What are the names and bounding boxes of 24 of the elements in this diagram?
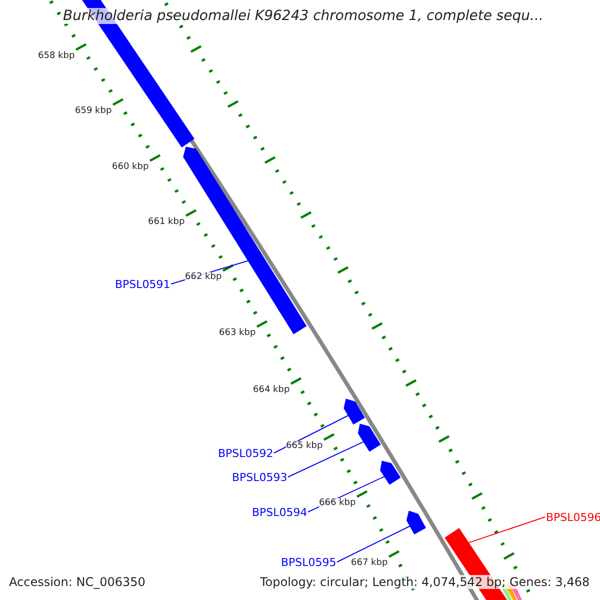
gene-feature xyxy=(358,424,381,452)
scale-label: 659 kbp xyxy=(75,106,112,116)
scale-label: 666 kbp xyxy=(319,498,356,508)
leader-line xyxy=(468,516,546,544)
accession-text: Accession: NC_006350 xyxy=(9,575,146,589)
gene-label: BPSL0591 xyxy=(115,278,170,290)
scale-label: 660 kbp xyxy=(112,162,149,172)
gene-label: BPSL0593 xyxy=(232,470,288,484)
gene-feature xyxy=(406,510,426,534)
gene-label: BPSL0594 xyxy=(252,506,308,518)
scale-label: 662 kbp xyxy=(185,272,222,282)
gene-label: BPSL0595 xyxy=(281,556,336,568)
gene-feature xyxy=(344,398,365,425)
leader-line xyxy=(288,441,364,478)
scale-label: 665 kbp xyxy=(286,441,323,451)
gene-label: BPSL0592 xyxy=(218,446,274,460)
scale-label: 664 kbp xyxy=(253,385,290,395)
sequence-info-text: Topology: circular; Length: 4,074,542 bp; Genes: 3,468 xyxy=(260,575,590,589)
leader-line xyxy=(336,526,410,562)
scale-label: 667 kbp xyxy=(351,558,388,568)
gene-feature xyxy=(380,460,401,485)
title: Burkholderia pseudomallei K96243 chromosome 1, complete sequ... xyxy=(63,8,544,24)
scale-label: 661 kbp xyxy=(148,217,185,227)
scale-label: 663 kbp xyxy=(219,328,256,338)
